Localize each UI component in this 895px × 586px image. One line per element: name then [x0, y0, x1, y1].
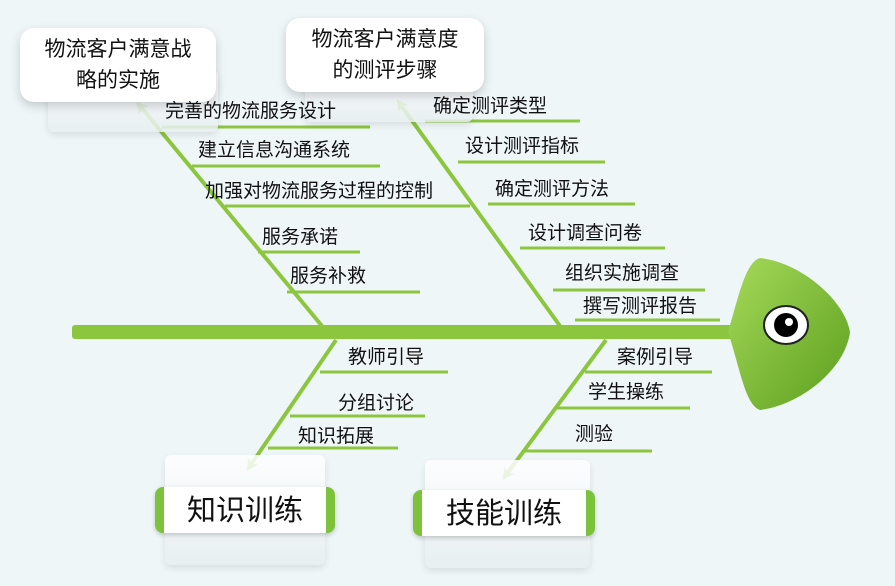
- steps-item-2: 设计测评指标: [465, 135, 579, 157]
- knowledge-training-box: 知识训练: [155, 487, 335, 533]
- knowledge-item-3: 知识拓展: [298, 425, 374, 447]
- strategy-item-3: 加强对物流服务过程的控制: [205, 180, 433, 202]
- strategy-title-line2: 略的实施: [76, 65, 160, 96]
- steps-item-1: 确定测评类型: [433, 95, 547, 117]
- skill-item-2: 学生操练: [588, 381, 664, 403]
- strategy-item-2: 建立信息沟通系统: [198, 139, 350, 161]
- steps-title-line2: 的测评步骤: [333, 55, 438, 86]
- fish-spine: [72, 325, 762, 339]
- steps-title-box: 物流客户满意度 的测评步骤: [286, 18, 484, 92]
- skill-item-3: 测验: [575, 423, 613, 445]
- knowledge-item-2: 分组讨论: [338, 392, 414, 414]
- skill-item-1: 案例引导: [617, 346, 693, 368]
- strategy-item-5: 服务补救: [290, 265, 366, 287]
- steps-item-4: 设计调查问卷: [528, 222, 642, 244]
- skill-training-box: 技能训练: [413, 490, 595, 536]
- steps-item-6: 撰写测评报告: [583, 295, 697, 317]
- steps-item-3: 确定测评方法: [495, 178, 609, 200]
- steps-title-line1: 物流客户满意度: [312, 24, 459, 55]
- strategy-item-4: 服务承诺: [262, 226, 338, 248]
- strategy-title-line1: 物流客户满意战: [45, 34, 192, 65]
- strategy-item-1: 完善的物流服务设计: [165, 100, 336, 122]
- knowledge-item-1: 教师引导: [348, 346, 424, 368]
- strategy-title-box: 物流客户满意战 略的实施: [20, 28, 216, 102]
- steps-item-5: 组织实施调查: [565, 262, 679, 284]
